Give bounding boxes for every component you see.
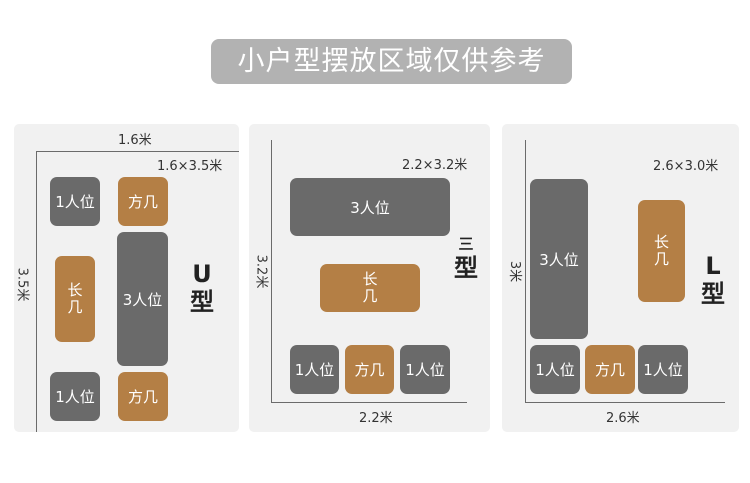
l-coffee-char-2: 几 (653, 250, 669, 268)
l-height-label: 3米 (507, 260, 523, 283)
u-triple-seat: 3人位 (117, 232, 168, 366)
three-layout-panel: 2.2×3.2米 3.2米 2.2米 3人位 长 几 1人位 方几 1人位 三 … (249, 124, 490, 432)
u-height-label: 3.5米 (14, 267, 30, 302)
u-coffee-char-1: 长 (67, 281, 83, 299)
u-long-coffee-table: 长 几 (55, 256, 95, 342)
three-dimensions-label: 2.2×3.2米 (402, 158, 468, 173)
l-triple-seat: 3人位 (530, 179, 588, 339)
u-left-axis (36, 151, 37, 432)
l-long-coffee-table: 长 几 (638, 200, 685, 302)
l-single-seat-left: 1人位 (530, 345, 580, 394)
three-type-char: 型 (454, 254, 478, 282)
three-triple-seat: 3人位 (290, 178, 450, 236)
three-single-seat-right: 1人位 (400, 345, 450, 394)
three-left-axis (271, 140, 272, 403)
u-dimensions-label: 1.6×3.5米 (157, 159, 223, 174)
l-type-letter: L (705, 252, 721, 280)
three-coffee-char-1: 长 (362, 270, 378, 288)
u-square-table-top: 方几 (118, 177, 168, 226)
u-square-table-bottom: 方几 (118, 372, 168, 421)
l-left-axis (525, 140, 526, 403)
u-type-char: 型 (190, 288, 214, 316)
l-type-char: 型 (701, 280, 725, 308)
three-long-coffee-table: 长 几 (320, 264, 420, 312)
l-single-seat-right: 1人位 (638, 345, 688, 394)
l-dimensions-label: 2.6×3.0米 (653, 159, 719, 174)
three-height-label: 3.2米 (253, 254, 269, 289)
u-top-axis (36, 151, 239, 152)
three-type-mark: 三 (458, 235, 474, 253)
l-layout-panel: 2.6×3.0米 3米 2.6米 3人位 长 几 1人位 方几 1人位 L 型 (502, 124, 739, 432)
u-layout-panel: 1.6米 1.6×3.5米 3.5米 1人位 方几 长 几 3人位 1人位 方几… (14, 124, 239, 432)
three-bottom-axis (271, 402, 467, 403)
three-single-seat-left: 1人位 (290, 345, 339, 394)
three-coffee-char-2: 几 (362, 287, 378, 305)
l-type-label: L 型 (695, 252, 731, 308)
three-bottom-width-label: 2.2米 (359, 411, 393, 426)
u-single-seat-top: 1人位 (50, 177, 100, 226)
u-type-letter: U (192, 260, 212, 288)
three-square-table: 方几 (345, 345, 394, 394)
page-title: 小户型摆放区域仅供参考 (211, 39, 572, 84)
l-square-table: 方几 (585, 345, 635, 394)
u-coffee-char-2: 几 (67, 298, 83, 316)
l-coffee-char-1: 长 (653, 233, 669, 251)
u-top-width-label: 1.6米 (118, 133, 152, 148)
three-type-label: 三 型 (448, 234, 484, 282)
l-bottom-axis (525, 402, 725, 403)
u-single-seat-bottom: 1人位 (50, 372, 100, 421)
l-bottom-width-label: 2.6米 (606, 411, 640, 426)
u-type-label: U 型 (184, 260, 220, 316)
